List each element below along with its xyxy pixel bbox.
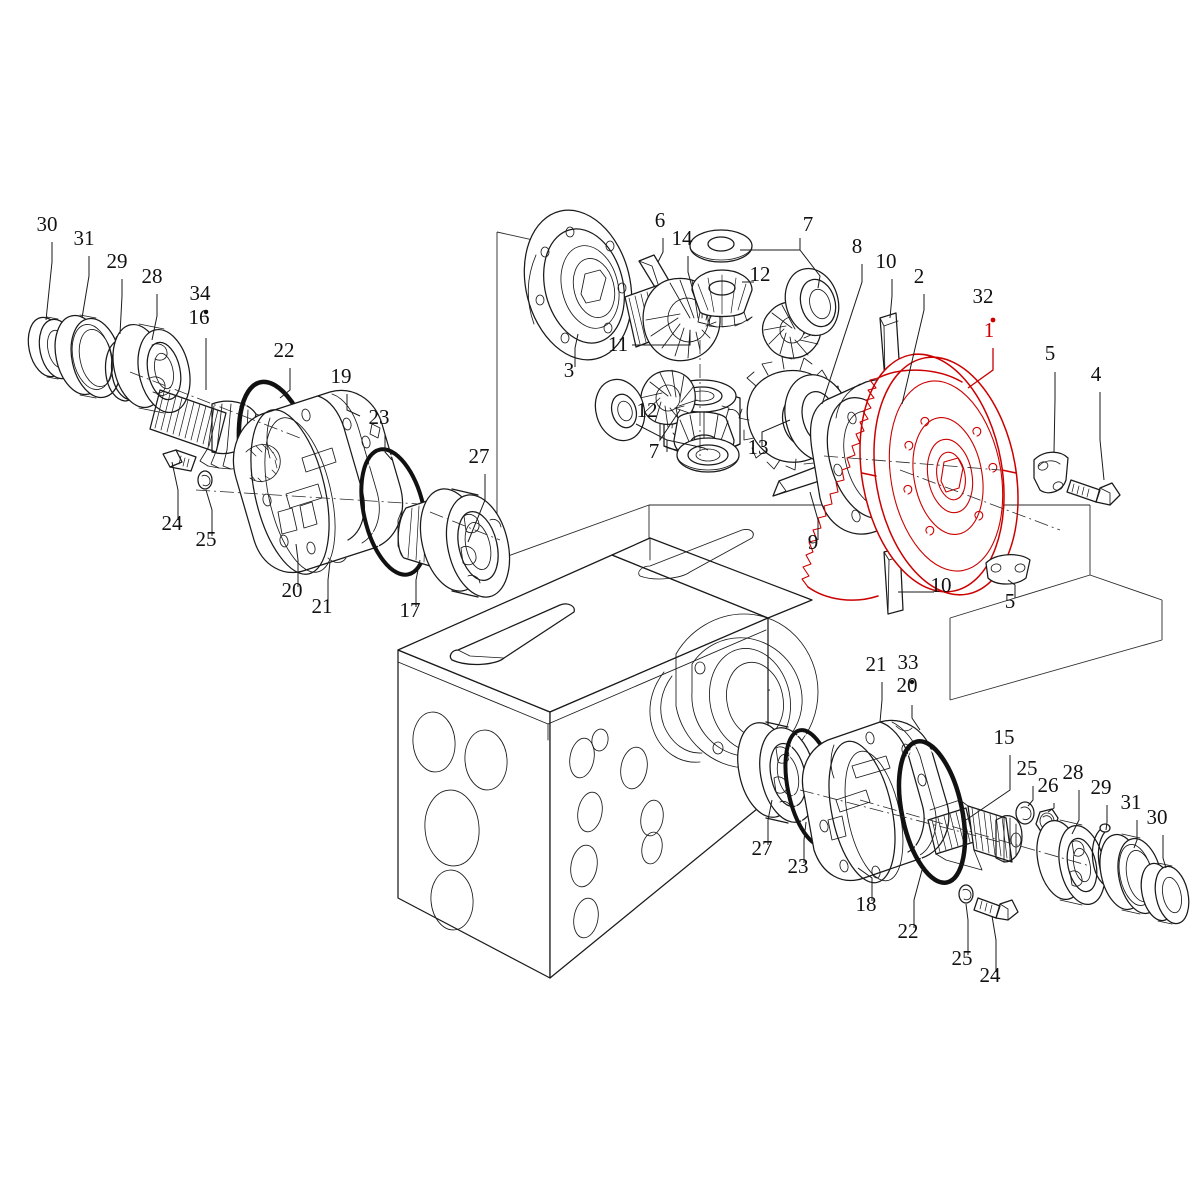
drum-housing-19-20-21 bbox=[232, 389, 404, 575]
leader-lines bbox=[45, 238, 1167, 972]
lock-washer-25-bottom bbox=[958, 884, 974, 904]
axle-flange-boss bbox=[591, 613, 819, 769]
callout-label-20: 20 bbox=[282, 578, 303, 602]
callout-label-28: 28 bbox=[142, 264, 163, 288]
thrust-washer-7-top bbox=[689, 229, 753, 263]
thrust-washer-7-right bbox=[784, 267, 840, 337]
callout-label-29: 29 bbox=[1091, 775, 1112, 799]
callout-label-29: 29 bbox=[107, 249, 128, 273]
callout-label-31: 31 bbox=[74, 226, 95, 250]
callout-label-14: 14 bbox=[672, 226, 694, 250]
callout-label-2: 2 bbox=[914, 264, 925, 288]
callout-label-17: 17 bbox=[400, 598, 421, 622]
callout-label-12: 12 bbox=[750, 262, 771, 286]
callout-label-25: 25 bbox=[952, 946, 973, 970]
flange-cover-3 bbox=[523, 209, 633, 361]
callout-label-22: 22 bbox=[274, 338, 295, 362]
callout-label-6: 6 bbox=[655, 208, 666, 232]
callout-label-3: 3 bbox=[564, 358, 575, 382]
callout-label-26: 26 bbox=[1038, 773, 1059, 797]
ring-gear-1-highlighted bbox=[801, 353, 1019, 601]
callout-label-12: 12 bbox=[637, 398, 658, 422]
hex-bolt-4 bbox=[1066, 479, 1121, 506]
axle-shaft-15 bbox=[927, 799, 1023, 871]
callout-label-24: 24 bbox=[980, 963, 1002, 987]
callout-label-34: 34 bbox=[190, 281, 212, 305]
callout-label-27: 27 bbox=[752, 836, 773, 860]
callout-label-24: 24 bbox=[162, 511, 184, 535]
callout-label-28: 28 bbox=[1063, 760, 1084, 784]
callout-label-30: 30 bbox=[37, 212, 58, 236]
roller-bearing-27-right bbox=[737, 721, 817, 824]
bolt-24-left bbox=[162, 449, 197, 472]
pinion-gear-12-left bbox=[639, 369, 698, 428]
callout-label-1: 1 bbox=[984, 318, 995, 342]
callout-label-25: 25 bbox=[1017, 756, 1038, 780]
ring-gear-assembly bbox=[772, 312, 1121, 615]
callout-label-10: 10 bbox=[931, 573, 952, 597]
roller-bearing-27-left bbox=[419, 488, 511, 598]
lock-washer-25-right bbox=[1015, 801, 1035, 825]
thrust-washer-7-lowerleft bbox=[594, 378, 646, 442]
callout-label-22: 22 bbox=[898, 919, 919, 943]
ball-bearing-28 bbox=[112, 323, 191, 414]
callout-label-4: 4 bbox=[1091, 362, 1102, 386]
callout-label-15: 15 bbox=[994, 725, 1015, 749]
drum-housing-18-20-21 bbox=[801, 719, 950, 884]
callout-label-16: 16 bbox=[189, 305, 210, 329]
lock-washer-25-left bbox=[197, 470, 213, 490]
center-lines bbox=[129, 340, 1091, 867]
callout-label-18: 18 bbox=[856, 892, 877, 916]
callout-label-11: 11 bbox=[608, 332, 628, 356]
callout-label-13: 13 bbox=[748, 435, 769, 459]
callout-label-19: 19 bbox=[331, 364, 352, 388]
left-axle-assembly bbox=[27, 314, 511, 598]
callout-label-25: 25 bbox=[196, 527, 217, 551]
callout-label-10: 10 bbox=[876, 249, 897, 273]
callout-label-5: 5 bbox=[1005, 589, 1016, 613]
callout-label-7: 7 bbox=[649, 439, 660, 463]
gearbox-housing bbox=[397, 529, 819, 979]
oil-seal-30-right bbox=[1140, 862, 1190, 925]
callout-label-27: 27 bbox=[469, 444, 490, 468]
oil-seal-31 bbox=[54, 314, 122, 399]
callout-label-8: 8 bbox=[852, 234, 863, 258]
callout-label-21: 21 bbox=[866, 652, 887, 676]
bearing-cap-5-lower bbox=[985, 554, 1031, 585]
callout-label-20: 20 bbox=[897, 673, 918, 697]
callout-label-21: 21 bbox=[312, 594, 333, 618]
callout-label-23: 23 bbox=[369, 405, 390, 429]
callout-label-32: 32 bbox=[973, 284, 994, 308]
hex-bolt-24-bottom bbox=[973, 897, 1019, 921]
callout-label-5: 5 bbox=[1045, 341, 1056, 365]
callout-label-9: 9 bbox=[808, 530, 819, 554]
o-ring-22-right bbox=[896, 739, 968, 885]
thrust-washer-7-bottom bbox=[676, 437, 740, 473]
right-axle-assembly bbox=[737, 719, 1190, 925]
callout-label-30: 30 bbox=[1147, 805, 1168, 829]
callout-label-33: 33 bbox=[898, 650, 919, 674]
pinion-gear-12-top bbox=[691, 269, 753, 328]
callout-label-7: 7 bbox=[803, 212, 814, 236]
callout-label-23: 23 bbox=[788, 854, 809, 878]
bearing-cap-5-upper bbox=[1033, 451, 1069, 494]
callout-label-31: 31 bbox=[1121, 790, 1142, 814]
